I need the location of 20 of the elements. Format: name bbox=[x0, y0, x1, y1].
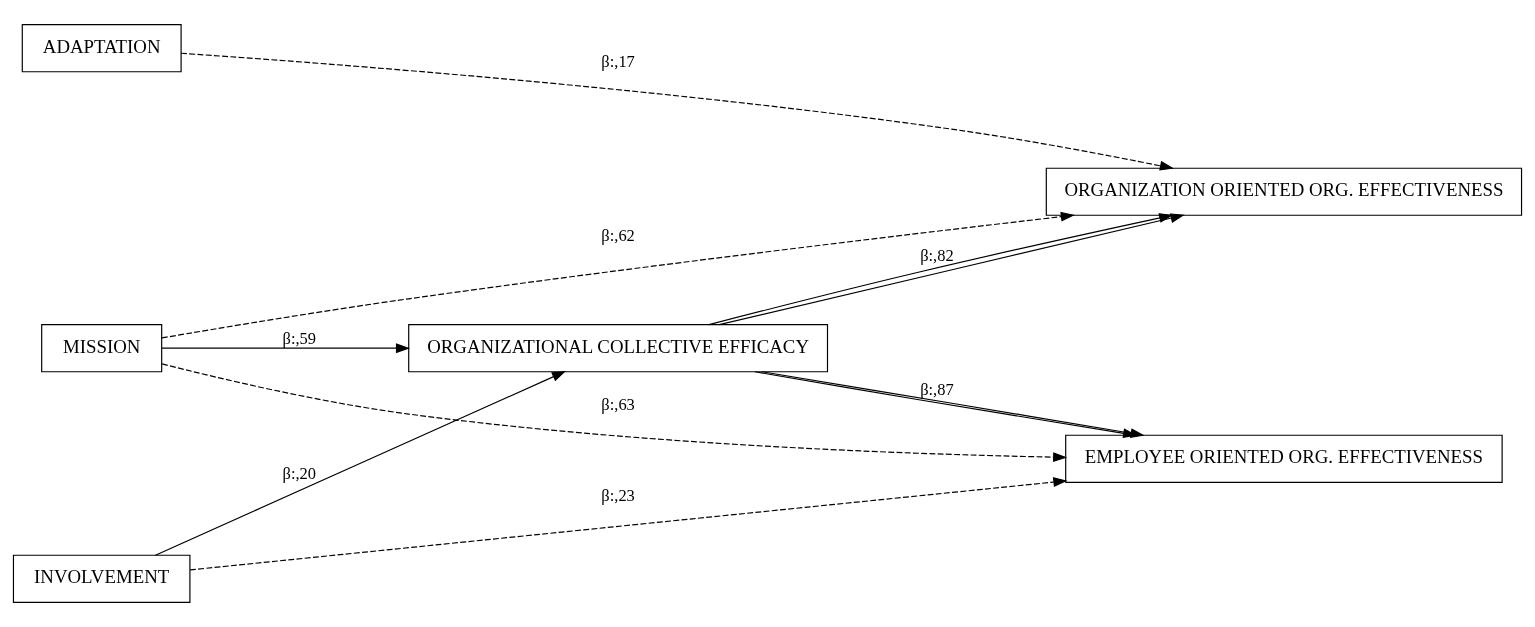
arrow bbox=[180, 52, 1174, 171]
node-box: EMPLOYEE ORIENTED ORG. EFFECTIVENESS bbox=[1065, 434, 1503, 483]
edge-label: β:,17 bbox=[601, 52, 635, 72]
arrow bbox=[161, 343, 411, 354]
edge-label: β:,59 bbox=[282, 328, 317, 348]
edge-label: β:,63 bbox=[601, 394, 635, 414]
node-box: ADAPTATION bbox=[21, 24, 182, 73]
node-box: MISSION bbox=[41, 324, 163, 373]
edge-label: β:,23 bbox=[601, 486, 635, 506]
node-box: INVOLVEMENT bbox=[12, 554, 191, 603]
arrow bbox=[154, 371, 567, 556]
node-box: ORGANIZATIONAL COLLECTIVE EFFICACY bbox=[408, 324, 829, 373]
arrow bbox=[161, 363, 1068, 463]
edge-label: β:,87 bbox=[920, 380, 954, 400]
edge-label: β:,82 bbox=[920, 246, 954, 266]
edge-label: β:,20 bbox=[282, 464, 317, 484]
arrow bbox=[189, 477, 1068, 571]
node-box: ORGANIZATION ORIENTED ORG. EFFECTIVENESS bbox=[1045, 167, 1523, 216]
edge-label: β:,62 bbox=[601, 226, 635, 246]
arrow bbox=[161, 211, 1075, 339]
